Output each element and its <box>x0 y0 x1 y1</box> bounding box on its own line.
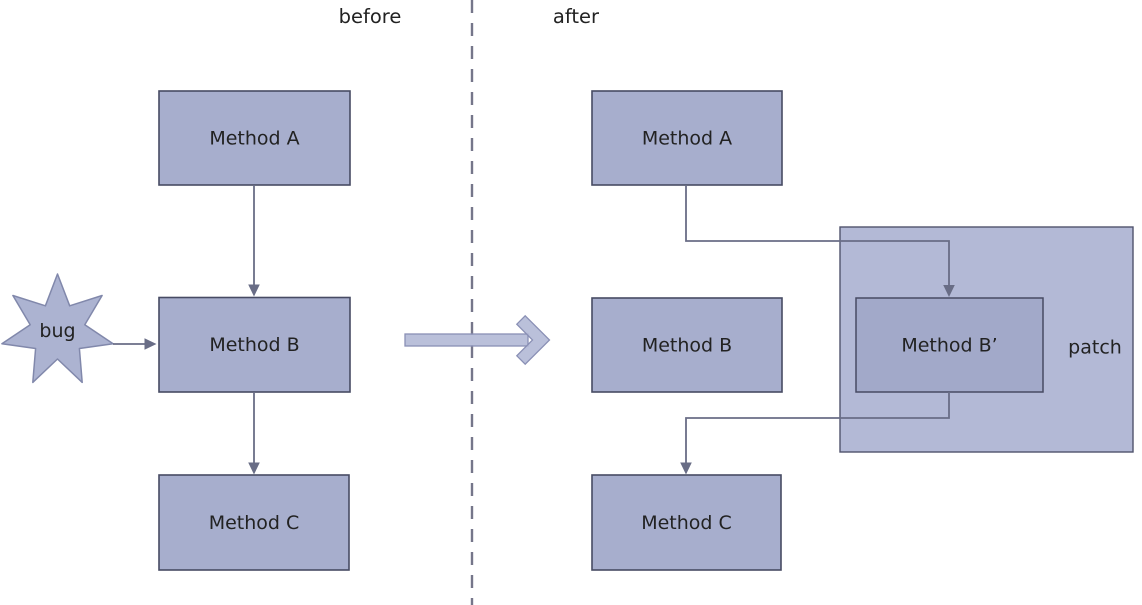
after-bprime-to-c-connector <box>685 392 950 463</box>
before-method-c-label: Method C <box>209 512 300 534</box>
after-a-to-bprime-arrowhead-icon <box>943 285 955 297</box>
bug-label: bug <box>39 320 75 342</box>
before-method-b-label: Method B <box>209 334 299 356</box>
before-panel: Method A Method B Method C bug <box>1 90 351 571</box>
before-method-a-box <box>158 90 351 186</box>
after-method-a-box <box>591 90 783 186</box>
bug-star-icon <box>1 273 114 384</box>
after-panel-label: after <box>553 5 600 28</box>
patch-label: patch <box>1068 337 1122 359</box>
before-method-c-box <box>158 474 350 571</box>
before-a-to-b-arrowhead-icon <box>248 284 260 297</box>
transform-arrow <box>404 314 551 366</box>
after-method-c-label: Method C <box>641 512 732 534</box>
after-a-to-bprime-connector <box>685 185 950 286</box>
after-method-c-box <box>591 474 782 571</box>
after-panel: patch Method A Method B Method C Method … <box>591 90 1134 571</box>
after-method-a-label: Method A <box>642 128 732 150</box>
after-method-b-label: Method B <box>642 335 732 357</box>
after-method-b-patched-box <box>855 297 1044 393</box>
before-method-b-box <box>158 296 351 393</box>
after-method-b-box <box>591 297 783 393</box>
before-method-a-label: Method A <box>209 128 299 150</box>
after-bprime-to-c-arrowhead-icon <box>680 462 692 475</box>
bug-to-method-b-arrowhead-icon <box>144 338 157 350</box>
transform-arrow-shaft <box>404 333 529 347</box>
after-method-b-patched-label: Method B’ <box>901 335 997 357</box>
before-b-to-c-arrowhead-icon <box>248 462 260 475</box>
before-panel-label: before <box>339 5 402 28</box>
transform-arrow-head-icon <box>515 314 551 366</box>
